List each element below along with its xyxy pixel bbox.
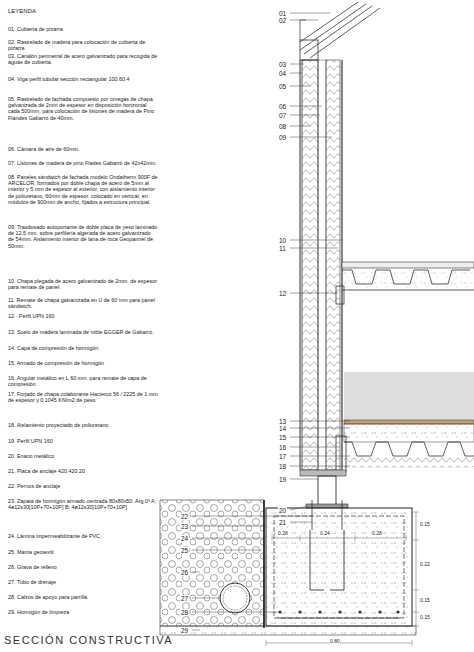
dimension: 0.22	[420, 562, 430, 568]
callout-number: 02	[278, 17, 287, 24]
legend-item: 24. Lámina impermeabilizante de PVC	[8, 533, 158, 539]
dimension: 0.24	[320, 531, 330, 537]
callout-number: 12	[278, 290, 287, 297]
callout-number: 09	[278, 134, 287, 141]
callout-number: 14	[278, 425, 287, 432]
callout-number: 03	[278, 61, 287, 68]
callout-number: 19	[278, 476, 287, 483]
dimension: 0.80	[330, 639, 340, 645]
legend-item: 20. Enano metálico	[8, 453, 158, 459]
callout-number: 11	[278, 245, 287, 252]
legend-item: 27. Tubo de drenaje	[8, 579, 158, 585]
legend-item: 07. Listones de madera de pino Flades Ga…	[8, 160, 158, 166]
callout-number: 08	[278, 123, 287, 130]
legend-heading: LEYENDA	[8, 8, 36, 15]
dimension: 0.28	[278, 531, 288, 537]
legend-item: 25. Manta geotextil	[8, 549, 158, 555]
legend-item: 28. Calzos de apoyo para parrilla	[8, 594, 158, 600]
callout-number: 17	[278, 453, 287, 460]
legend-item: 11. Remate de chapa galvanizada en U de …	[8, 297, 158, 309]
callout-number: 18	[278, 463, 287, 470]
legend-item: 21. Placa de anclaje 420.420.20	[8, 468, 158, 474]
dimension: 0.15	[420, 522, 430, 528]
callout-number: 29	[180, 627, 189, 634]
legend-item: 23. Zapata de hormigón armado centrada 8…	[8, 498, 158, 510]
legend-item: 18. Aislamiento proyectado de poliuretan…	[8, 422, 158, 428]
legend-item: 22. Pernos de anclaje	[8, 483, 158, 489]
legend-item: 15. Armado de compresión de hormigón	[8, 360, 158, 366]
callout-number: 28	[180, 609, 189, 616]
callout-number: 26	[180, 569, 189, 576]
legend-item: 08. Paneles sándwich de fachada modelo O…	[8, 174, 158, 205]
legend-item: 29. Hormigón de limpieza	[8, 609, 158, 615]
callout-number: 16	[278, 444, 287, 451]
legend-item: 16. Angular metálico en L 60 mm. para re…	[8, 375, 158, 387]
caption: SECCIÓN CONSTRUCTIVA	[4, 634, 173, 647]
legend-item: 14. Capa de compresión de hormigón	[8, 345, 158, 351]
legend-item: 09. Trasdosado autoportante de doble pla…	[8, 224, 158, 249]
callout-number: 22	[180, 513, 189, 520]
dimension: 0.15	[420, 615, 430, 621]
legend-item: 19. Perfil UPN 160	[8, 438, 158, 444]
legend-item: 13. Suelo de madera laminada de roble EG…	[8, 329, 158, 335]
legend-item: 26. Grava de relleno	[8, 564, 158, 570]
legend-item: 06. Cámara de aire de 60mm.	[8, 146, 158, 152]
callout-number: 10	[278, 237, 287, 244]
callout-number: 07	[278, 112, 287, 119]
dimension: 0.15	[420, 598, 430, 604]
legend-item: 12.- Perfil UPN 160	[8, 313, 158, 319]
legend-item: 01. Cubierta de pizarra	[8, 26, 158, 32]
callout-number: 23	[180, 523, 189, 530]
legend-item: 03. Canalón perimetral de acero galvaniz…	[8, 53, 158, 65]
callout-number: 05	[278, 83, 287, 90]
dimension: 0.28	[372, 531, 382, 537]
legend-item: 04. Viga perfil tubular sección rectangu…	[8, 76, 158, 82]
callout-number: 04	[278, 70, 287, 77]
callout-number: 20	[278, 507, 287, 514]
callout-number: 25	[180, 547, 189, 554]
callout-number: 24	[180, 535, 189, 542]
callout-number: 06	[278, 103, 287, 110]
legend-item: 17. Forjado de chapa colaborante Hacierc…	[8, 391, 158, 403]
legend-item: 05. Rastrelado de fachada compuesto por …	[8, 96, 158, 121]
legend-item: 02. Rastrelado de madera para colocación…	[8, 39, 158, 51]
callout-number: 15	[278, 434, 287, 441]
legend-item: 10. Chapa plegada de acero galvanizado d…	[8, 278, 158, 290]
callout-number: 27	[180, 595, 189, 602]
callout-number: 21	[278, 519, 287, 526]
